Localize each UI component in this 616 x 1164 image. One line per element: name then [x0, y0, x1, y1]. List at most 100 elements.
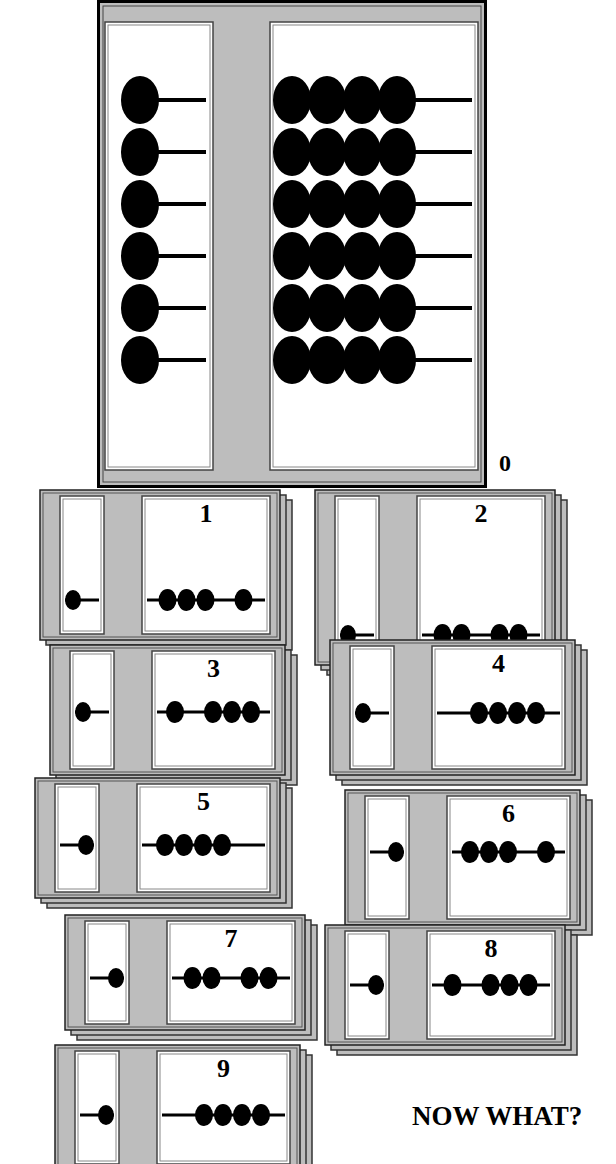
abacus-bead	[378, 180, 416, 228]
column-inner-line	[108, 25, 210, 467]
abacus-bead	[378, 128, 416, 176]
card-shadow	[56, 650, 291, 780]
abacus-bead	[195, 1104, 213, 1126]
abacus-frame	[99, 2, 486, 487]
abacus-column	[60, 496, 104, 634]
frame-inner-line	[58, 1048, 297, 1164]
abacus-bead	[156, 834, 174, 856]
abacus-card-box: 7	[65, 915, 305, 1030]
abacus-bead	[520, 974, 538, 996]
abacus-bead	[378, 76, 416, 124]
abacus-column	[335, 496, 379, 659]
abacus-column	[157, 1051, 290, 1164]
digit-label: 9	[157, 1055, 290, 1084]
abacus-frame	[315, 490, 555, 665]
abacus-frame	[325, 925, 565, 1045]
abacus-bead	[121, 336, 159, 384]
digit-label: 4	[432, 650, 565, 679]
abacus-bead	[527, 702, 545, 724]
abacus-bead	[159, 589, 177, 611]
abacus-bead	[378, 336, 416, 384]
abacus-bead	[308, 284, 346, 332]
digit-label: 5	[137, 788, 270, 817]
abacus-frame	[55, 1045, 300, 1164]
abacus-bead	[444, 974, 462, 996]
abacus-bead	[197, 589, 215, 611]
abacus-bead	[252, 1104, 270, 1126]
abacus-card-box: 6	[345, 790, 580, 925]
abacus-bead	[482, 974, 500, 996]
digit-label: 1	[142, 500, 270, 529]
digit-label: 6	[447, 800, 570, 829]
abacus-frame	[35, 778, 280, 898]
frame-inner-line	[103, 6, 481, 482]
abacus-bead	[214, 1104, 232, 1126]
abacus-bead	[213, 834, 231, 856]
abacus-bead	[489, 702, 507, 724]
abacus-bead	[273, 76, 311, 124]
abacus-bead	[480, 841, 498, 863]
abacus-column	[137, 784, 270, 892]
abacus-bead	[308, 128, 346, 176]
abacus-card-box: 1	[40, 490, 280, 640]
abacus-bead	[308, 232, 346, 280]
column-inner-line	[63, 499, 101, 631]
abacus-bead	[499, 841, 517, 863]
column-inner-line	[348, 934, 386, 1036]
abacus-bead	[273, 128, 311, 176]
abacus-column	[70, 651, 114, 769]
small-abacus	[50, 645, 297, 785]
abacus-bead	[378, 232, 416, 280]
column-inner-line	[78, 1054, 116, 1161]
abacus-bead	[368, 975, 384, 995]
abacus-bead	[355, 703, 371, 723]
card-shadow	[331, 930, 571, 1050]
column-inner-line	[338, 499, 376, 656]
abacus-bead	[108, 968, 124, 988]
abacus-bead	[178, 589, 196, 611]
card-shadow	[336, 645, 581, 780]
abacus-bead	[166, 701, 184, 723]
column-inner-line	[353, 649, 391, 766]
small-abacus	[325, 925, 577, 1055]
abacus-bead	[343, 336, 381, 384]
frame-inner-line	[68, 918, 302, 1027]
abacus-bead	[537, 841, 555, 863]
abacus-card-box: 2	[315, 490, 555, 665]
abacus-column	[345, 931, 389, 1039]
abacus-column	[75, 1051, 119, 1164]
abacus-frame	[330, 640, 575, 775]
abacus-bead	[470, 702, 488, 724]
abacus-bead	[343, 76, 381, 124]
card-shadow	[71, 920, 311, 1035]
abacus-bead	[501, 974, 519, 996]
question-note: NOW WHAT?	[412, 1102, 582, 1132]
abacus-bead	[343, 128, 381, 176]
abacus-bead	[308, 76, 346, 124]
abacus-column	[152, 651, 275, 769]
abacus-bead	[78, 835, 94, 855]
abacus-card-box: 4	[330, 640, 575, 775]
abacus-bead	[65, 590, 81, 610]
abacus-card-box: 9	[55, 1045, 300, 1164]
card-shadow	[46, 495, 286, 645]
column-inner-line	[273, 25, 475, 467]
frame-inner-line	[43, 493, 277, 637]
card-shadow	[61, 1050, 306, 1164]
small-abacus	[40, 490, 292, 650]
abacus-bead	[273, 232, 311, 280]
digit-label: 3	[152, 655, 275, 684]
frame-inner-line	[38, 781, 277, 895]
abacus-bead	[204, 701, 222, 723]
abacus-frame	[345, 790, 580, 925]
frame-inner-line	[53, 648, 282, 772]
abacus-bead	[461, 841, 479, 863]
column-inner-line	[368, 799, 406, 916]
abacus-bead	[194, 834, 212, 856]
digit-label: 0	[499, 450, 511, 476]
abacus-card-box: 5	[35, 778, 280, 898]
abacus-bead	[242, 701, 260, 723]
abacus-bead	[378, 284, 416, 332]
abacus-bead	[273, 336, 311, 384]
